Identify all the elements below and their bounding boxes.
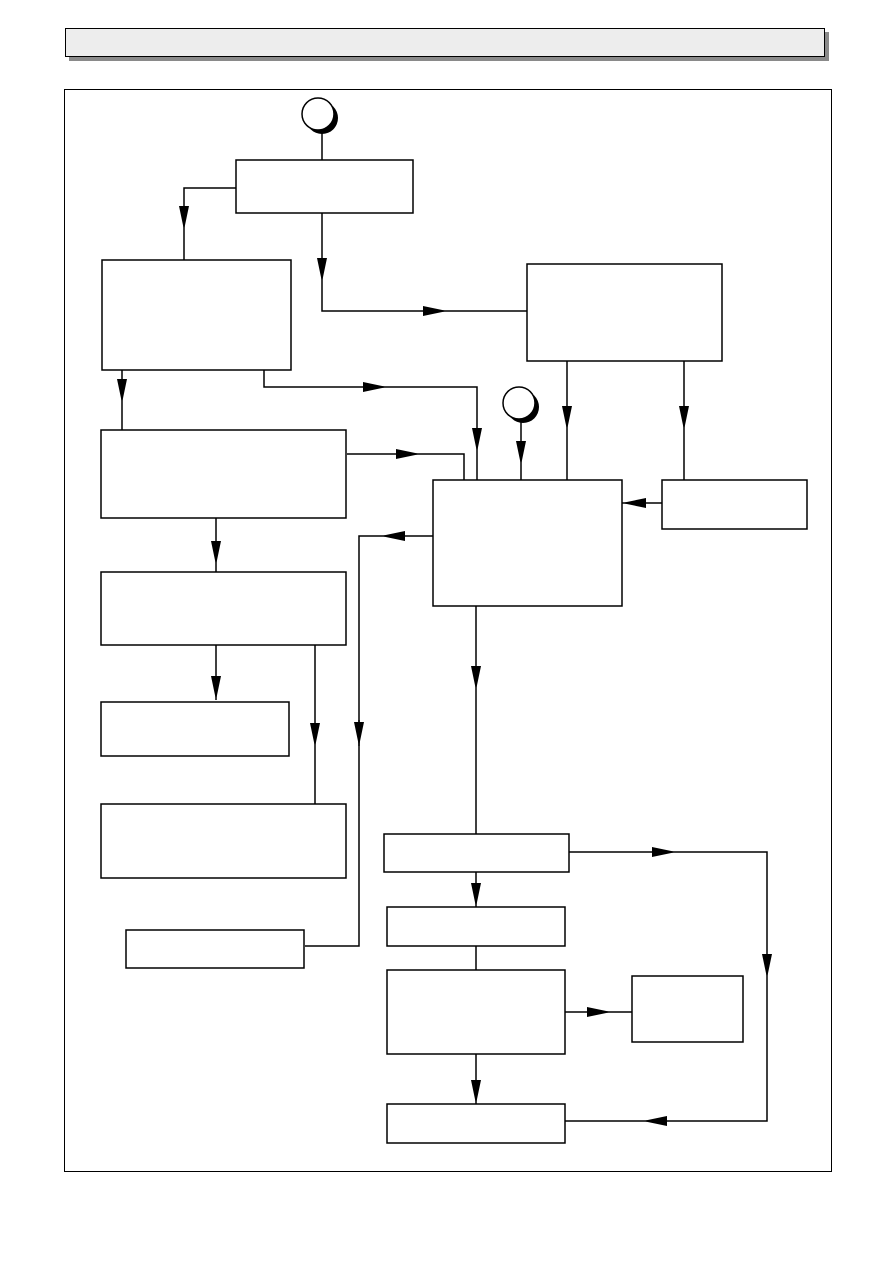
edge-top-left1 (179, 187, 236, 230)
node-left-4 (100, 701, 290, 757)
node-right-1 (526, 263, 723, 362)
flow-nodes (100, 159, 808, 1144)
edge-left2-center-tail (420, 453, 465, 480)
edge-left1-center (263, 370, 387, 392)
node-side-right (661, 479, 808, 530)
node-left-1 (101, 259, 292, 371)
connection-lines (117, 132, 772, 1126)
start-connector-1 (301, 97, 338, 134)
edge-left1-center-down (387, 386, 482, 452)
edge-right-loop-down (676, 851, 772, 978)
start-connector-2 (502, 386, 539, 423)
node-bottom-2 (386, 906, 566, 947)
diagram-frame (64, 89, 832, 1172)
node-left-2 (100, 429, 347, 519)
node-bottom-3 (386, 969, 566, 1055)
edge-top-right1 (321, 282, 447, 316)
node-left-6 (125, 929, 305, 969)
header-bar (65, 28, 825, 57)
node-bottom-1 (383, 833, 570, 873)
node-bottom-4 (386, 1103, 566, 1144)
node-left-3 (100, 571, 347, 646)
node-center (432, 479, 623, 607)
node-top (235, 159, 414, 214)
node-bottom-side (631, 975, 744, 1043)
edge-right-loop-bottom (643, 978, 768, 1126)
node-left-5 (100, 803, 347, 879)
